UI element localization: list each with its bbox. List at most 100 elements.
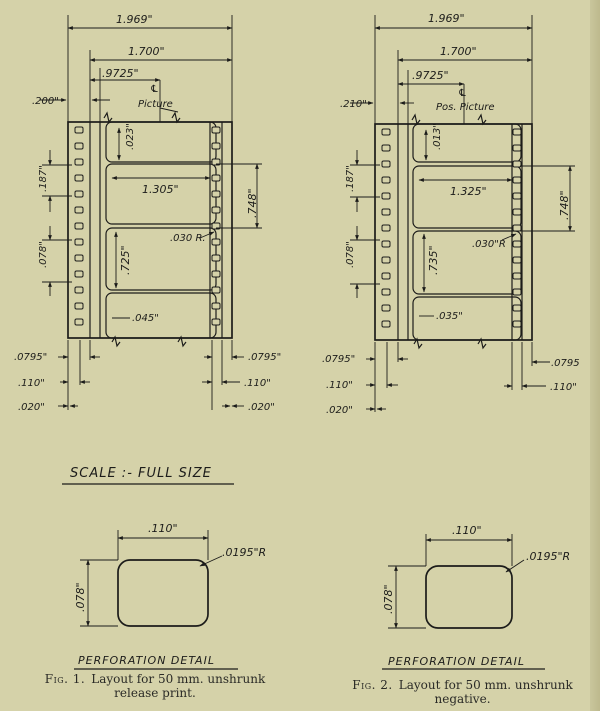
f1-perf-detail-title: PERFORATION DETAIL — [78, 654, 215, 667]
figure1-film-layout: 1.969" 1.700" .9725" .200" ℄ Picture .02… — [14, 13, 281, 413]
figure1-perforation-detail: .110" .078" .0195"R PERFORATION DETAIL — [74, 522, 266, 670]
figure1-caption: Fig. 1.Layout for 50 mm. unshrunk releas… — [30, 672, 280, 700]
f2-perf-detail-height-label: .078" — [382, 584, 395, 614]
perforation-hole — [74, 174, 84, 182]
f1-perf-detail-height-label: .078" — [74, 582, 87, 612]
f2-frame-gap-label: .035" — [436, 311, 463, 322]
f1-perf-detail-radius-label: .0195"R — [222, 546, 266, 559]
perforation-hole — [381, 288, 391, 296]
perforation-hole — [211, 286, 221, 294]
perforation-hole — [512, 160, 522, 168]
f2-perf-width-right-label: .110" — [550, 382, 577, 393]
f2-image-width-label: 1.700" — [440, 45, 477, 58]
perforation-hole — [381, 304, 391, 312]
perforation-hole — [211, 158, 221, 166]
f1-perf-width-left-label: .110" — [18, 378, 45, 389]
f2-overall-width-label: 1.969" — [428, 12, 465, 25]
perforation-hole — [512, 192, 522, 200]
perforation-hole — [381, 224, 391, 232]
f2-perf-detail-width-label: .110" — [452, 524, 482, 537]
f1-centerline-mark: ℄ — [150, 84, 159, 95]
perforation-hole — [211, 270, 221, 278]
perforation-hole — [512, 176, 522, 184]
perforation-hole — [74, 222, 84, 230]
figure2-perforation-detail: .110" .078" .0195"R PERFORATION DETAIL — [382, 524, 570, 670]
f1-perf-width-right-label: .110" — [244, 378, 271, 389]
figure2-caption-label: Fig. 2. — [352, 678, 393, 692]
figure2-caption-text: Layout for 50 mm. unshrunk negative. — [398, 678, 573, 706]
figure2-film-layout: 1.969" 1.700" .9725" .210" ℄ Pos. Pictur… — [322, 12, 580, 416]
f1-rail-right-label: .020" — [248, 402, 275, 413]
perforation-hole — [381, 272, 391, 280]
f2-perf-width-left-label: .110" — [326, 380, 353, 391]
f1-center-offset-label: .9725" — [102, 67, 139, 80]
perforation-hole — [211, 174, 221, 182]
f2-perf-edge-right-label: .0795 — [551, 358, 580, 369]
f2-perf-detail-shape — [425, 565, 513, 629]
perforation-hole — [74, 206, 84, 214]
perforation-hole — [381, 144, 391, 152]
f2-picture-label: Pos. Picture — [436, 102, 495, 113]
f1-frame-gap-label: .045" — [132, 313, 159, 324]
f1-corner-radius-label: .030 R. — [170, 233, 206, 244]
perforation-hole — [512, 320, 522, 328]
perforation-hole — [74, 158, 84, 166]
perforation-hole — [211, 142, 221, 150]
figure1-caption-text: Layout for 50 mm. unshrunk release print… — [91, 672, 266, 700]
f1-overall-width-label: 1.969" — [116, 13, 153, 26]
perforation-hole — [381, 208, 391, 216]
perforation-hole — [211, 318, 221, 326]
f2-left-margin-label: .210" — [340, 99, 367, 110]
perforation-hole — [74, 270, 84, 278]
perforation-hole — [211, 238, 221, 246]
f2-top-gap-label: .013" — [432, 123, 443, 150]
f1-perf-height-label: .078" — [38, 241, 49, 268]
perforation-hole — [512, 208, 522, 216]
f1-top-gap-label: .023" — [125, 123, 136, 150]
perforation-hole — [74, 318, 84, 326]
f2-perforations-left — [381, 128, 391, 328]
f1-perf-detail-shape — [117, 559, 209, 627]
scale-note: SCALE :- FULL SIZE — [70, 466, 212, 481]
perforation-hole — [381, 176, 391, 184]
f1-rail-left-label: .020" — [18, 402, 45, 413]
f1-perf-pitch-label: .187" — [38, 165, 49, 192]
perforation-hole — [512, 288, 522, 296]
perforation-hole — [512, 256, 522, 264]
perforation-hole — [211, 254, 221, 262]
f2-pitch-label: .748" — [558, 190, 571, 220]
f1-frame-1 — [105, 121, 217, 163]
perforation-hole — [512, 224, 522, 232]
f1-frame-4 — [105, 292, 217, 339]
f2-perf-detail-title: PERFORATION DETAIL — [388, 655, 525, 668]
page-edge-shadow — [590, 0, 600, 711]
f1-frame-height-label: .725" — [119, 245, 132, 275]
f1-picture-label: Picture — [138, 99, 173, 110]
perforation-hole — [211, 302, 221, 310]
f1-perforations-left — [74, 126, 84, 326]
perforation-hole — [211, 222, 221, 230]
perforation-hole — [211, 206, 221, 214]
f2-frame-4 — [412, 296, 522, 341]
perforation-hole — [381, 320, 391, 328]
f2-perf-detail-radius-label: .0195"R — [526, 550, 570, 563]
f2-perf-edge-left-label: .0795" — [322, 354, 355, 365]
perforation-hole — [381, 256, 391, 264]
f2-rail-left-label: .020" — [326, 405, 353, 416]
f2-centerline-mark: ℄ — [458, 88, 467, 99]
f2-center-offset-label: .9725" — [412, 69, 449, 82]
perforation-hole — [512, 144, 522, 152]
f1-perf-edge-right-label: .0795" — [248, 352, 281, 363]
f2-frame-height-label: .735" — [427, 245, 440, 275]
f2-frame-width-label: 1.325" — [450, 185, 487, 198]
perforation-hole — [512, 128, 522, 136]
f1-perforations-right — [211, 126, 221, 326]
perforation-hole — [211, 126, 221, 134]
perforation-hole — [74, 238, 84, 246]
f1-perf-detail-width-label: .110" — [148, 522, 178, 535]
perforation-hole — [512, 272, 522, 280]
perforation-hole — [512, 304, 522, 312]
perforation-hole — [512, 240, 522, 248]
